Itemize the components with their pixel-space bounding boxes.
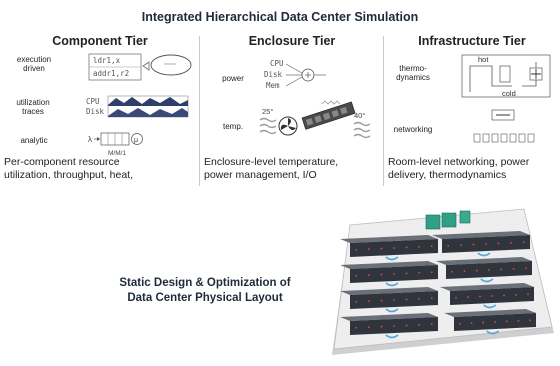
- airflow-path-left: [469, 65, 512, 92]
- component-summary-line-1: Per-component resource: [4, 156, 120, 168]
- power-sketch: CPU Disk Mem: [264, 59, 326, 90]
- server-rack-row: [436, 257, 532, 283]
- code-line-1: ldr1,x: [93, 56, 121, 65]
- lambda-symbol: λ: [88, 135, 92, 144]
- rack-box: [499, 65, 511, 83]
- thermo-label-line-2: dynamics: [396, 73, 430, 82]
- diagram-title: Integrated Hierarchical Data Center Simu…: [141, 10, 419, 24]
- networking-sketch: [473, 109, 535, 143]
- network-nodes: [473, 133, 535, 143]
- server-rack-row: [440, 283, 534, 309]
- network-node: [509, 133, 517, 143]
- network-node: [527, 133, 535, 143]
- enclosure-summary-line-1: Enclosure-level temperature,: [204, 156, 339, 168]
- code-line-2: addr1,r2: [93, 69, 129, 78]
- trace-cpu-label: CPU: [86, 97, 100, 106]
- component-tier: Component Tier execution driven ldr1,x a…: [4, 34, 196, 192]
- trace-cpu-wave: [108, 97, 188, 106]
- infrastructure-summary-line-1: Room-level networking, power: [388, 156, 530, 168]
- infrastructure-tier-heading: Infrastructure Tier: [418, 34, 526, 48]
- rack-rows: [340, 231, 536, 339]
- server-rack-row: [340, 313, 438, 339]
- component-tier-heading: Component Tier: [52, 34, 148, 48]
- network-node: [518, 133, 526, 143]
- static-design-line-1: Static Design & Optimization of: [119, 277, 291, 289]
- enclosure-summary-line-2: power management, I/O: [204, 169, 317, 181]
- temp-right-value: 40°: [354, 111, 365, 120]
- infrastructure-tier: Infrastructure Tier thermo- dynamics hot…: [388, 34, 556, 192]
- enclosure-tier: Enclosure Tier power CPU Disk Mem temp. …: [204, 34, 380, 192]
- power-label: power: [222, 74, 244, 83]
- utilization-traces-label: utilization traces: [8, 98, 58, 116]
- component-summary-line-2: utilization, throughput, heat,: [4, 169, 134, 181]
- infrastructure-tier-summary: Room-level networking, power delivery, t…: [388, 156, 529, 182]
- trace-disk-wave: [108, 108, 188, 117]
- tier-divider-2: [383, 36, 384, 186]
- trace-disk-label: Disk: [86, 107, 105, 116]
- infrastructure-summary-line-2: delivery, thermodynamics: [388, 169, 507, 181]
- queue-model-label: M/M/1: [108, 150, 126, 157]
- enclosure-tier-summary: Enclosure-level temperature, power manag…: [204, 156, 338, 182]
- network-node: [473, 133, 481, 143]
- server-rack-row: [340, 287, 438, 313]
- power-link-mem: [285, 76, 303, 87]
- network-node: [491, 133, 499, 143]
- power-source-cpu: CPU: [270, 59, 284, 68]
- thermodynamics-label: thermo- dynamics: [390, 64, 436, 82]
- mu-symbol: μ: [134, 137, 138, 144]
- processor-ellipse: [150, 54, 192, 76]
- fan-blades: [280, 118, 296, 131]
- server-rack-row: [340, 261, 438, 287]
- cooling-units: [425, 210, 471, 230]
- component-tier-summary: Per-component resource utilization, thro…: [4, 156, 133, 182]
- airflow-out-waves: [353, 121, 371, 139]
- power-source-mem: Mem: [266, 81, 280, 90]
- arrow-head: [142, 61, 150, 71]
- enclosure-tier-heading: Enclosure Tier: [248, 34, 336, 48]
- power-link-cpu: [285, 63, 303, 74]
- arrival-arrowhead: [97, 137, 100, 141]
- network-node: [500, 133, 508, 143]
- airflow-in-waves: [259, 117, 277, 135]
- hot-label: hot: [478, 55, 489, 64]
- temp-left-value: 25°: [262, 107, 273, 116]
- power-source-disk: Disk: [264, 70, 283, 79]
- server-rack-row: [432, 231, 530, 257]
- execution-label-line-2: driven: [23, 64, 45, 73]
- utilization-label-line-2: traces: [22, 107, 44, 116]
- server-rack-row: [444, 309, 536, 335]
- cooling-unit: [459, 210, 471, 224]
- tier-divider-1: [199, 36, 200, 186]
- utilization-traces-sketch: CPU Disk: [86, 95, 189, 118]
- network-node: [482, 133, 490, 143]
- networking-label: networking: [393, 125, 433, 134]
- execution-driven-label: execution driven: [12, 55, 56, 73]
- static-design-caption: Static Design & Optimization of Data Cen…: [70, 276, 340, 306]
- analytic-label: analytic: [20, 136, 48, 145]
- crac-fan-icon: [531, 69, 541, 79]
- execution-sketch: ldr1,x addr1,r2: [88, 53, 192, 81]
- memory-module: [301, 101, 356, 130]
- utilization-label-line-1: utilization: [16, 98, 50, 107]
- heat-ripple: [321, 100, 341, 105]
- queue-model-sketch: λ μ M/M/1: [88, 132, 143, 157]
- cooling-unit: [441, 212, 457, 228]
- thermo-label-line-1: thermo-: [399, 64, 427, 73]
- temp-label: temp.: [222, 122, 243, 131]
- static-design-line-2: Data Center Physical Layout: [127, 292, 283, 304]
- server-rack-row: [340, 235, 438, 261]
- execution-label-line-1: execution: [16, 55, 52, 64]
- temperature-sketch: 25° 40°: [259, 100, 371, 139]
- data-center-floor-render: [332, 208, 554, 355]
- cold-label: cold: [502, 89, 516, 98]
- thermodynamics-sketch: hot cold: [461, 54, 551, 98]
- cooling-unit: [425, 214, 441, 230]
- queue-server: [131, 133, 143, 145]
